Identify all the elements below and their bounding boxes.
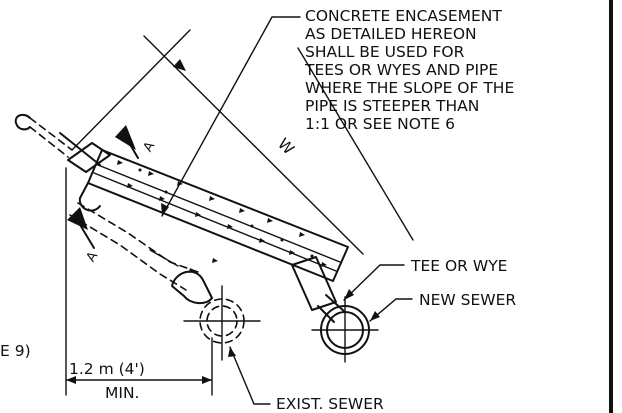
min-distance-dimension xyxy=(65,167,213,396)
dimension-w-extension-lines xyxy=(71,29,414,255)
encasement-note: CONCRETE ENCASEMENT AS DETAILED HEREON S… xyxy=(304,7,514,133)
leader-lines xyxy=(161,16,413,405)
note-line-5: WHERE THE SLOPE OF THE xyxy=(305,79,514,97)
note-line-1: CONCRETE ENCASEMENT xyxy=(305,7,502,25)
existing-sewer-pipe xyxy=(183,285,261,361)
partial-note-label: E 9) xyxy=(0,342,31,360)
note-line-6: PIPE IS STEEPER THAN xyxy=(305,97,479,115)
section-marker-lower xyxy=(67,207,95,249)
note-line-7: 1:1 OR SEE NOTE 6 xyxy=(305,115,455,133)
upper-pipe xyxy=(14,113,111,173)
distance-label: 1.2 m (4') xyxy=(69,360,145,378)
note-line-3: SHALL BE USED FOR xyxy=(305,43,465,61)
dimension-w-label: W xyxy=(274,135,298,159)
exist-sewer-label: EXIST. SEWER xyxy=(276,395,384,413)
section-label-upper: A xyxy=(141,139,158,155)
note-line-2: AS DETAILED HEREON xyxy=(305,25,477,43)
min-label: MIN. xyxy=(105,384,139,402)
tee-or-wye-label: TEE OR WYE xyxy=(410,257,507,275)
note-line-4: TEES OR WYES AND PIPE xyxy=(304,61,498,79)
new-sewer-pipe xyxy=(311,296,379,363)
concrete-aggregate-pattern xyxy=(117,160,327,273)
branch-pipe xyxy=(69,202,213,304)
new-sewer-label: NEW SEWER xyxy=(419,291,516,309)
section-label-lower: A xyxy=(84,249,101,265)
section-marker-upper xyxy=(115,125,139,159)
concrete-encasement xyxy=(78,149,349,282)
